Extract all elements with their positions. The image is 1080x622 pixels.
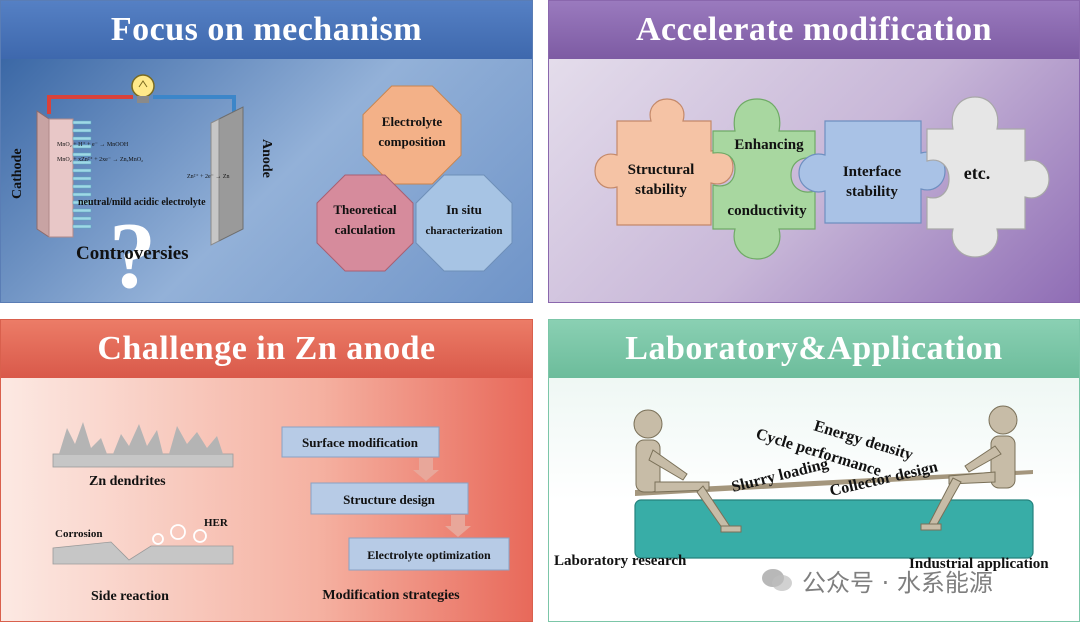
- seesaw-diagram: Energy density Cycle performance Slurry …: [554, 405, 1049, 572]
- side-reaction-illustration: [52, 524, 234, 565]
- laboratory-person-icon: [633, 409, 742, 533]
- zn-dendrites-label: Zn dendrites: [89, 474, 166, 489]
- cathode-label: Cathode: [10, 148, 25, 199]
- reaction-2: MnO₂ + xZn²⁺ + 2xe⁻ → ZnₓMnO₂: [57, 156, 143, 163]
- octagon-electrolyte-composition: Electrolyte composition: [362, 85, 462, 185]
- svg-text:etc.: etc.: [964, 163, 990, 183]
- svg-text:Interface: Interface: [843, 164, 902, 180]
- electrolyte-label: neutral/mild acidic electrolyte: [78, 197, 206, 208]
- svg-text:Surface modification: Surface modification: [302, 435, 419, 450]
- zn-dendrites-illustration: [52, 422, 234, 468]
- modification-body: Structural stability Enhancing conductiv…: [549, 59, 1079, 302]
- question-mark: ?: [109, 204, 156, 303]
- challenge-panel: Challenge in Zn anode Zn dendrites Corro…: [0, 319, 533, 622]
- svg-text:Enhancing: Enhancing: [734, 137, 804, 153]
- watermark: 公众号 · 水系能源: [760, 560, 1080, 600]
- mechanism-diagram: Cathode Anode MnO₂ + H⁺ + e⁻ → MnOOH MnO…: [10, 74, 513, 303]
- svg-text:Electrolyte: Electrolyte: [382, 114, 443, 129]
- industrial-person-icon: [920, 405, 1018, 531]
- mechanism-panel: Focus on mechanism: [0, 0, 533, 303]
- challenge-body: Zn dendrites Corrosion HER Side reaction…: [1, 378, 532, 621]
- challenge-diagram: Zn dendrites Corrosion HER Side reaction…: [52, 422, 510, 604]
- svg-text:In situ: In situ: [446, 202, 482, 217]
- side-reaction-label: Side reaction: [91, 589, 169, 604]
- watermark-text: 公众号 · 水系能源: [802, 568, 993, 597]
- her-label: HER: [204, 517, 229, 529]
- application-body: Energy density Cycle performance Slurry …: [549, 378, 1079, 621]
- challenge-title: Challenge in Zn anode: [1, 320, 532, 378]
- reaction-3: Zn²⁺ + 2e⁻ → Zn: [187, 173, 230, 180]
- light-bulb-icon: [131, 74, 155, 103]
- svg-text:stability: stability: [635, 182, 687, 198]
- puzzle-diagram: Structural stability Enhancing conductiv…: [594, 96, 1050, 260]
- anode-label: Anode: [259, 139, 274, 178]
- cathode-electrode: [36, 110, 92, 238]
- application-title: Laboratory&Application: [549, 320, 1079, 378]
- svg-text:characterization: characterization: [426, 225, 503, 237]
- modification-panel: Accelerate modification Structural stabi…: [548, 0, 1080, 303]
- corrosion-label: Corrosion: [55, 528, 102, 540]
- octagon-theoretical-calculation: Theoretical calculation: [316, 174, 414, 272]
- strategy-flow: Surface modification Structure design El…: [281, 426, 510, 571]
- application-panel: Laboratory&Application: [548, 319, 1080, 622]
- svg-text:Structure design: Structure design: [343, 492, 436, 507]
- puzzle-piece-structural-stability: Structural stability: [594, 98, 734, 226]
- wechat-icon: [762, 569, 792, 591]
- svg-text:composition: composition: [378, 134, 446, 149]
- svg-text:stability: stability: [846, 184, 898, 200]
- controversies-label: Controversies: [76, 243, 189, 264]
- industrial-application-label: Industrial application: [909, 556, 1049, 572]
- teal-platform: [634, 499, 1034, 559]
- puzzle-piece-etc: etc.: [926, 96, 1050, 258]
- puzzle-piece-interface-stability: Interface stability: [798, 120, 946, 224]
- reaction-1: MnO₂ + H⁺ + e⁻ → MnOOH: [57, 141, 129, 148]
- anode-electrode: [210, 106, 244, 246]
- svg-text:Structural: Structural: [628, 162, 695, 178]
- seesaw-board: [635, 470, 1033, 496]
- octagon-in-situ-characterization: In situ characterization: [415, 174, 513, 272]
- svg-text:conductivity: conductivity: [727, 203, 807, 219]
- svg-text:Electrolyte optimization: Electrolyte optimization: [367, 548, 491, 562]
- modification-title: Accelerate modification: [549, 1, 1079, 59]
- svg-text:Theoretical: Theoretical: [333, 202, 397, 217]
- svg-text:calculation: calculation: [335, 222, 396, 237]
- mechanism-body: Cathode Anode MnO₂ + H⁺ + e⁻ → MnOOH MnO…: [1, 59, 532, 302]
- mechanism-title: Focus on mechanism: [1, 1, 532, 59]
- slurry-loading-term: Slurry loading: [730, 455, 830, 495]
- strategies-caption: Modification strategies: [322, 588, 460, 603]
- puzzle-piece-enhancing-conductivity: Enhancing conductivity: [712, 98, 816, 260]
- laboratory-research-label: Laboratory research: [554, 553, 687, 569]
